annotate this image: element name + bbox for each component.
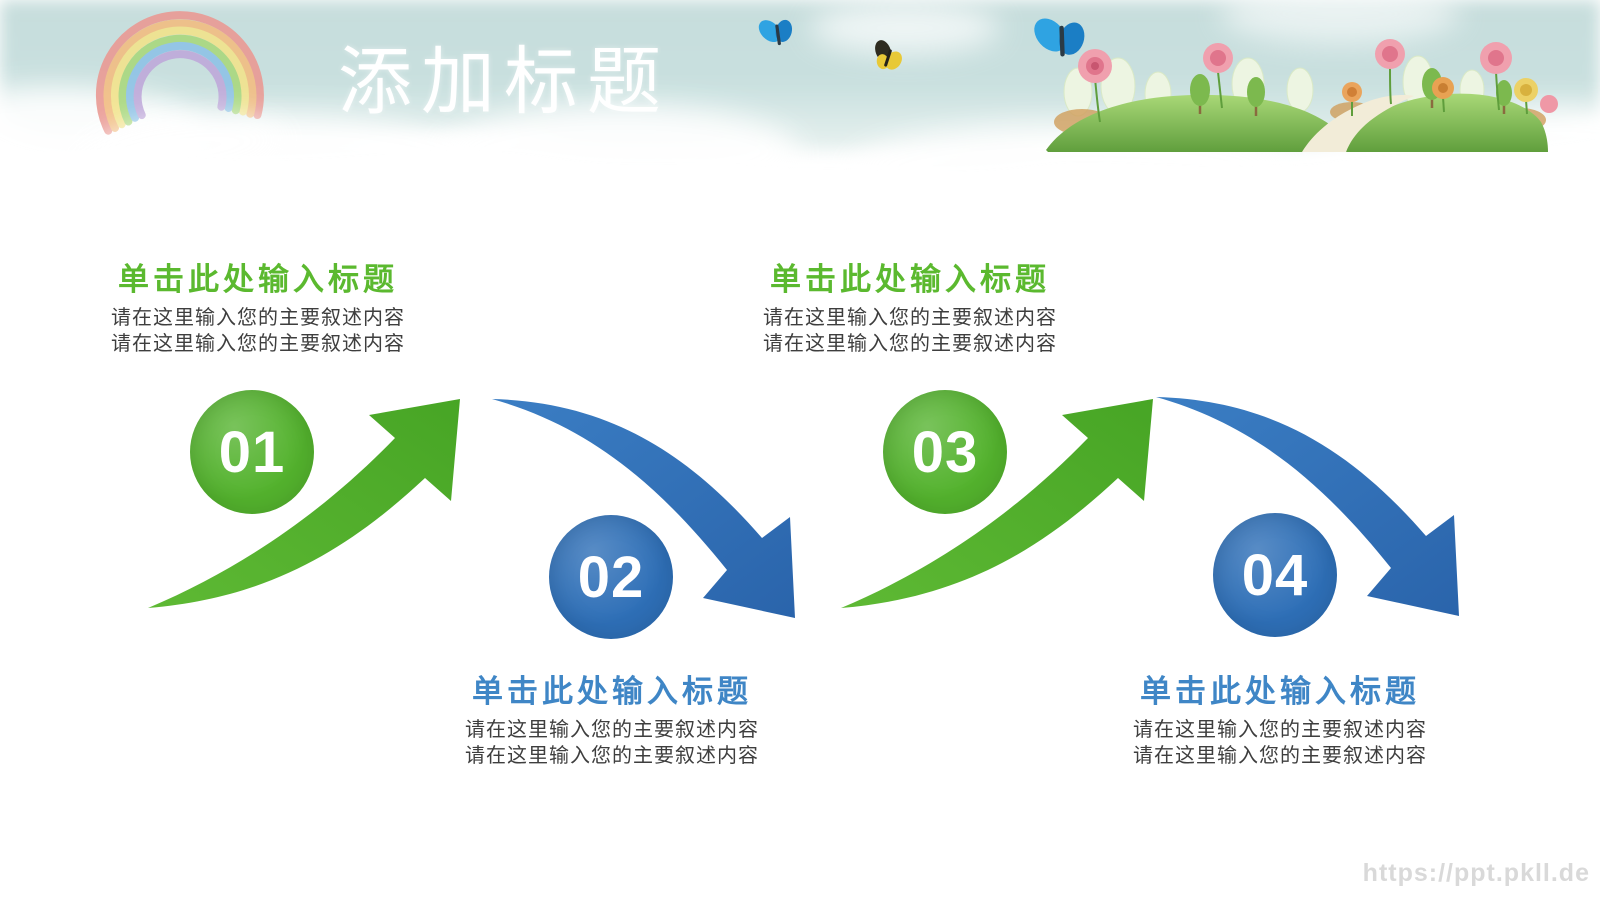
step-04-body-line2: 请在这里输入您的主要叙述内容	[1133, 745, 1427, 767]
clouds	[0, 0, 1600, 220]
step-02-body-line2: 请在这里输入您的主要叙述内容	[465, 745, 759, 767]
meadow-illustration	[1046, 39, 1558, 152]
watermark-url: https://ppt.pkll.de	[1362, 859, 1590, 887]
step-01-number: 01	[218, 419, 286, 485]
step-04-body-line1: 请在这里输入您的主要叙述内容	[1133, 719, 1427, 741]
yellow-black-butterfly-icon	[875, 40, 902, 70]
step-03-number: 03	[911, 419, 979, 485]
step-01-title: 单击此处输入标题	[118, 262, 398, 297]
step-04-circle[interactable]: 04	[1213, 513, 1337, 637]
rainbow-icon	[85, 11, 285, 180]
step-02-body-line1: 请在这里输入您的主要叙述内容	[465, 719, 759, 741]
step-03-circle[interactable]: 03	[883, 390, 1007, 514]
step-02-text-block[interactable]: 单击此处输入标题 请在这里输入您的主要叙述内容 请在这里输入您的主要叙述内容	[432, 666, 792, 769]
step-03-body-line1: 请在这里输入您的主要叙述内容	[763, 307, 1057, 329]
step-01-body-line2: 请在这里输入您的主要叙述内容	[111, 333, 405, 355]
step-01-circle[interactable]: 01	[190, 390, 314, 514]
step-01-text-block[interactable]: 单击此处输入标题 请在这里输入您的主要叙述内容 请在这里输入您的主要叙述内容	[78, 254, 438, 357]
blue-butterfly-icon	[758, 19, 793, 46]
blue-butterfly-icon	[1034, 18, 1085, 57]
step-03-body-line2: 请在这里输入您的主要叙述内容	[763, 333, 1057, 355]
header-sky-art	[0, 0, 1600, 220]
step-04-number: 04	[1241, 542, 1309, 608]
step-02-number: 02	[577, 544, 645, 610]
slide-title[interactable]: 添加标题	[338, 40, 670, 123]
step-02-title: 单击此处输入标题	[472, 674, 752, 709]
step-03-text-block[interactable]: 单击此处输入标题 请在这里输入您的主要叙述内容 请在这里输入您的主要叙述内容	[730, 254, 1090, 357]
step-03-title: 单击此处输入标题	[770, 262, 1050, 297]
step-01-body-line1: 请在这里输入您的主要叙述内容	[111, 307, 405, 329]
header-banner: 添加标题	[0, 0, 1600, 230]
step-04-text-block[interactable]: 单击此处输入标题 请在这里输入您的主要叙述内容 请在这里输入您的主要叙述内容	[1100, 666, 1460, 769]
step-02-circle[interactable]: 02	[549, 515, 673, 639]
step-04-title: 单击此处输入标题	[1140, 674, 1420, 709]
